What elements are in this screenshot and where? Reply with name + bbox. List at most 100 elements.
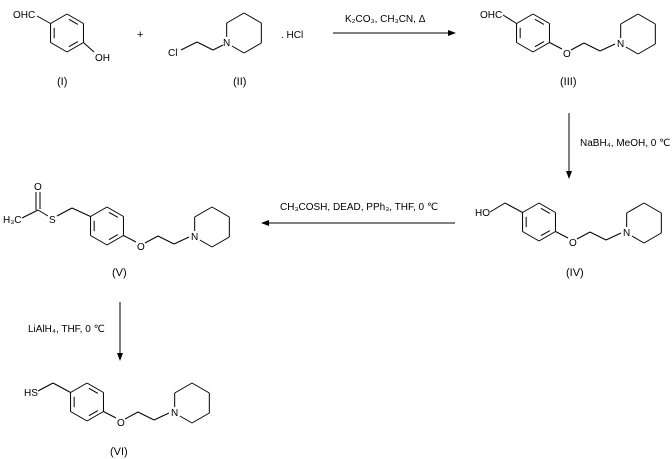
benzene-bond — [90, 235, 108, 246]
reagents-step3: CH₃COSH, DEAD, PPh₃, THF, 0 ℃ — [280, 202, 438, 213]
compound-V-nitrogen: N — [191, 232, 198, 243]
benzene-bond — [532, 13, 550, 24]
piperidine-bond — [191, 412, 210, 424]
ethylene-bond — [157, 235, 175, 245]
bond — [56, 207, 73, 217]
benzene-bond — [66, 13, 84, 24]
compound-V-label: (V) — [112, 267, 127, 279]
ethylene-bond — [137, 411, 155, 421]
benzene-bond — [538, 231, 556, 242]
compound-III-oxygen: O — [563, 49, 571, 60]
ether-bond — [144, 235, 159, 244]
amine-bond — [173, 236, 190, 245]
benzene-double-bond — [68, 41, 79, 48]
piperidine-bond — [226, 12, 245, 24]
compound-V-sulfur: S — [49, 215, 56, 226]
piperidine-bond — [211, 206, 230, 218]
aryl-ether-bond — [549, 42, 563, 50]
benzene-double-bond — [534, 41, 545, 48]
chloro-bond — [180, 41, 198, 51]
benzene-bond — [86, 382, 104, 393]
ethylene-bond — [583, 42, 601, 52]
benzene-double-bond — [534, 18, 545, 25]
benzene-bond — [538, 202, 556, 213]
benzene-bond — [106, 206, 124, 217]
benzene-double-bond — [540, 230, 551, 237]
benzene-bond — [90, 206, 108, 217]
ether-bond — [124, 411, 139, 420]
compound-VI-thiol: HS — [24, 388, 38, 399]
benzene-double-bond — [88, 410, 99, 417]
benzene-bond — [50, 42, 68, 53]
compound-II-salt: . HCl — [281, 30, 303, 41]
piperidine-bond — [625, 46, 639, 55]
compound-III-aldehyde: OHC — [480, 10, 502, 21]
piperidine-bond — [637, 43, 656, 55]
bond — [212, 44, 224, 51]
reagents-step4: LiAlH₄, THF, 0 ℃ — [28, 324, 105, 335]
amine-bond — [605, 232, 622, 241]
piperidine-bond — [243, 42, 262, 54]
piperidine-bond — [643, 202, 662, 214]
compound-V-carbonyl-oxygen: O — [34, 182, 42, 193]
bond — [504, 202, 523, 213]
compound-III-label: (III) — [560, 76, 577, 88]
aryl-ether-bond — [123, 235, 137, 243]
benzene-double-bond — [540, 207, 551, 214]
amine-bond — [153, 412, 170, 421]
aldehyde-bond — [502, 14, 517, 24]
bond — [37, 382, 54, 392]
piperidine-bond — [637, 13, 656, 25]
benzene-bond — [522, 231, 540, 242]
compound-VI-oxygen: O — [117, 418, 125, 429]
compound-II-label: (II) — [233, 76, 246, 88]
benzene-bond — [50, 13, 68, 24]
benzene-double-bond — [108, 211, 119, 218]
compound-IV-hydroxyl: HO — [475, 208, 490, 219]
piperidine-bond — [174, 382, 193, 394]
benzene-double-bond — [88, 387, 99, 394]
piperidine-bond — [626, 202, 645, 214]
compound-V-methyl: H₃C — [3, 215, 22, 226]
ethylene-bond — [589, 231, 607, 241]
thioester-bond — [37, 209, 49, 217]
aryl-ether-bond — [555, 231, 569, 239]
plus-sign: + — [137, 29, 143, 41]
hydroxyl-bond — [83, 42, 95, 53]
piperidine-bond — [191, 382, 210, 394]
bond — [196, 41, 214, 51]
piperidine-bond — [231, 45, 245, 54]
benzene-bond — [516, 42, 534, 53]
bonds — [21, 12, 662, 424]
compound-I-aldehyde: OHC — [13, 10, 35, 21]
piperidine-bond — [194, 206, 213, 218]
benzene-bond — [66, 42, 84, 53]
reagents-step2: NaBH₄, MeOH, 0 ℃ — [580, 138, 670, 149]
benzene-bond — [86, 411, 104, 422]
piperidine-bond — [643, 232, 662, 244]
bond — [71, 207, 91, 217]
piperidine-bond — [620, 13, 639, 25]
benzene-bond — [106, 235, 124, 246]
methyl-bond — [21, 209, 39, 219]
compound-IV-label: (IV) — [566, 267, 584, 279]
compound-I-label: (I) — [57, 76, 67, 88]
ether-bond — [576, 231, 591, 240]
compound-I-hydroxyl: OH — [95, 53, 110, 64]
compound-III-nitrogen: N — [617, 39, 624, 50]
reagents-step1: K₂CO₃, CH₃CN, Δ — [345, 14, 426, 25]
compound-II-chloro: Cl — [168, 48, 177, 59]
benzene-bond — [516, 13, 534, 24]
aldehyde-bond — [36, 15, 51, 24]
ether-bond — [570, 42, 585, 51]
piperidine-bond — [179, 415, 193, 424]
compound-V-oxygen: O — [137, 242, 145, 253]
piperidine-bond — [199, 239, 213, 248]
bond — [489, 202, 506, 213]
benzene-bond — [532, 42, 550, 53]
compound-II-nitrogen: N — [223, 38, 230, 49]
compound-VI-label: (VI) — [110, 446, 128, 458]
piperidine-bond — [631, 235, 645, 244]
